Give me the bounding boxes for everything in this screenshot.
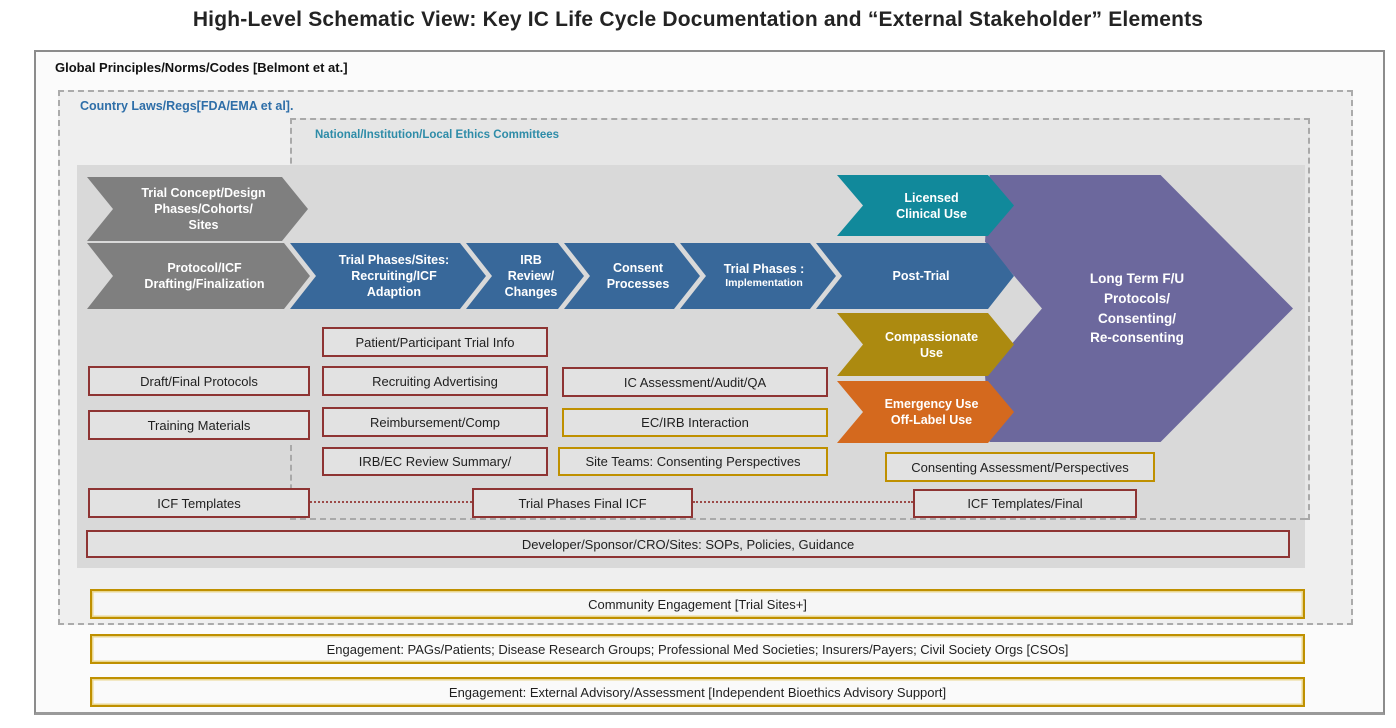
doc-developer-sops: Developer/Sponsor/CRO/Sites: SOPs, Polic…: [86, 530, 1290, 558]
doc-ec-irb-interaction: EC/IRB Interaction: [562, 408, 828, 437]
arrow-implementation-sublabel: Implementation: [725, 277, 803, 290]
arrow-trial-phases-recruiting-label: Trial Phases/Sites: Recruiting/ICF Adapt…: [338, 253, 450, 299]
doc-reimbursement: Reimbursement/Comp: [322, 407, 548, 437]
arrow-post-trial-label: Post-Trial: [892, 269, 950, 283]
arrow-trial-concept-label: Trial Concept/Design Phases/Cohorts/ Sit…: [141, 186, 266, 232]
arrow-protocol-icf-label: Protocol/ICF Drafting/Finalization: [144, 261, 265, 291]
arrow-licensed-label: Licensed Clinical Use: [896, 190, 967, 221]
doc-irb-review-summary: IRB/EC Review Summary/: [322, 447, 548, 476]
arrow-trial-phases-implementation: Trial Phases : Implementation: [680, 243, 836, 309]
band-engagement-external-advisory: Engagement: External Advisory/Assessment…: [90, 677, 1305, 707]
arrow-irb-review-label: IRB Review/ Changes: [504, 253, 558, 299]
band-community-engagement: Community Engagement [Trial Sites+]: [90, 589, 1305, 619]
doc-trial-phases-final-icf: Trial Phases Final ICF: [472, 488, 693, 518]
connector-icf-right: [693, 501, 913, 503]
page-title: High-Level Schematic View: Key IC Life C…: [192, 8, 1204, 31]
arrow-trial-concept: Trial Concept/Design Phases/Cohorts/ Sit…: [87, 177, 308, 241]
arrow-emergency-use: Emergency Use Off-Label Use: [837, 381, 1014, 443]
doc-site-teams-perspectives: Site Teams: Consenting Perspectives: [558, 447, 828, 476]
country-laws-label: Country Laws/Regs[FDA/EMA et al].: [80, 99, 294, 113]
arrow-trial-phases-recruiting: Trial Phases/Sites: Recruiting/ICF Adapt…: [290, 243, 486, 309]
doc-recruiting-advertising: Recruiting Advertising: [322, 366, 548, 396]
doc-icf-templates-final: ICF Templates/Final: [913, 489, 1137, 518]
doc-training-materials: Training Materials: [88, 410, 310, 440]
connector-icf-left: [310, 501, 472, 503]
arrow-implementation-label: Trial Phases :: [723, 262, 805, 277]
national-ethics-label: National/Institution/Local Ethics Commit…: [315, 129, 560, 141]
arrow-protocol-icf: Protocol/ICF Drafting/Finalization: [87, 243, 310, 309]
arrow-compassionate-label: Compassionate Use: [884, 329, 979, 360]
arrow-emergency-label: Emergency Use Off-Label Use: [884, 397, 979, 427]
global-principles-label: Global Principles/Norms/Codes [Belmont e…: [55, 60, 348, 75]
arrow-post-trial: Post-Trial: [816, 243, 1014, 309]
band-engagement-pags: Engagement: PAGs/Patients; Disease Resea…: [90, 634, 1305, 664]
arrow-consent-processes-label: Consent Processes: [606, 261, 670, 291]
arrow-long-term-label: Long Term F/U Protocols/ Consenting/ Re-…: [1089, 271, 1185, 346]
doc-consenting-assessment: Consenting Assessment/Perspectives: [885, 452, 1155, 482]
doc-ic-assessment: IC Assessment/Audit/QA: [562, 367, 828, 397]
national-frame-dash-vertical: [290, 445, 292, 520]
doc-draft-final-protocols: Draft/Final Protocols: [88, 366, 310, 396]
arrow-compassionate-use: Compassionate Use: [837, 313, 1014, 376]
doc-icf-templates: ICF Templates: [88, 488, 310, 518]
doc-patient-trial-info: Patient/Participant Trial Info: [322, 327, 548, 357]
arrow-licensed-clinical-use: Licensed Clinical Use: [837, 175, 1014, 236]
national-frame-dash-bottom: [290, 518, 1306, 520]
